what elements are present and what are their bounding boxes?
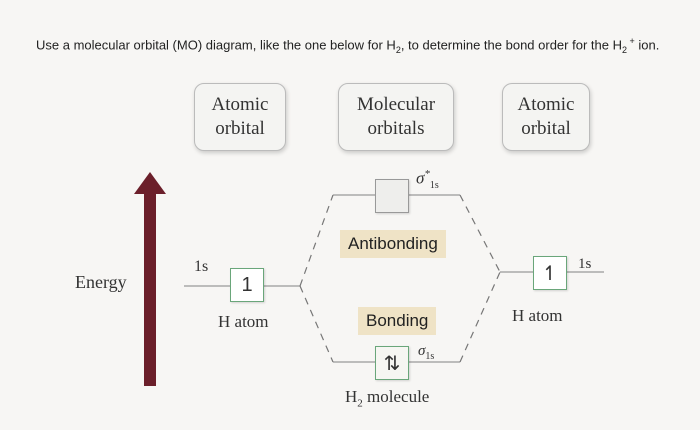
left-orbital-label: 1s (194, 258, 209, 275)
left-atomic-orbital-box: 1 (230, 268, 264, 302)
right-orbital-label: 1s (578, 256, 592, 272)
energy-arrow-head (134, 172, 166, 194)
question-text: Use a molecular orbital (MO) diagram, li… (36, 36, 660, 55)
bonding-sigma-label: σ1s (418, 343, 435, 362)
bonding-orbital-box: ⇅ (375, 346, 409, 380)
right-atomic-orbital-box: ↿ (533, 256, 567, 290)
energy-arrow-shaft (144, 190, 156, 386)
antibonding-sigma-label: σ*1s (416, 168, 439, 192)
antibonding-tag: Antibonding (340, 230, 446, 258)
bonding-tag: Bonding (358, 307, 437, 335)
bonding-electrons: ⇅ (383, 352, 401, 375)
left-electron: 1 (241, 273, 253, 296)
right-atom-label: H atom (512, 306, 563, 325)
right-electron: ↿ (541, 262, 559, 285)
molecule-label: H2 molecule (345, 387, 430, 410)
left-atom-label: H atom (218, 312, 269, 331)
energy-label: Energy (75, 272, 127, 292)
antibonding-orbital-box (375, 179, 409, 213)
